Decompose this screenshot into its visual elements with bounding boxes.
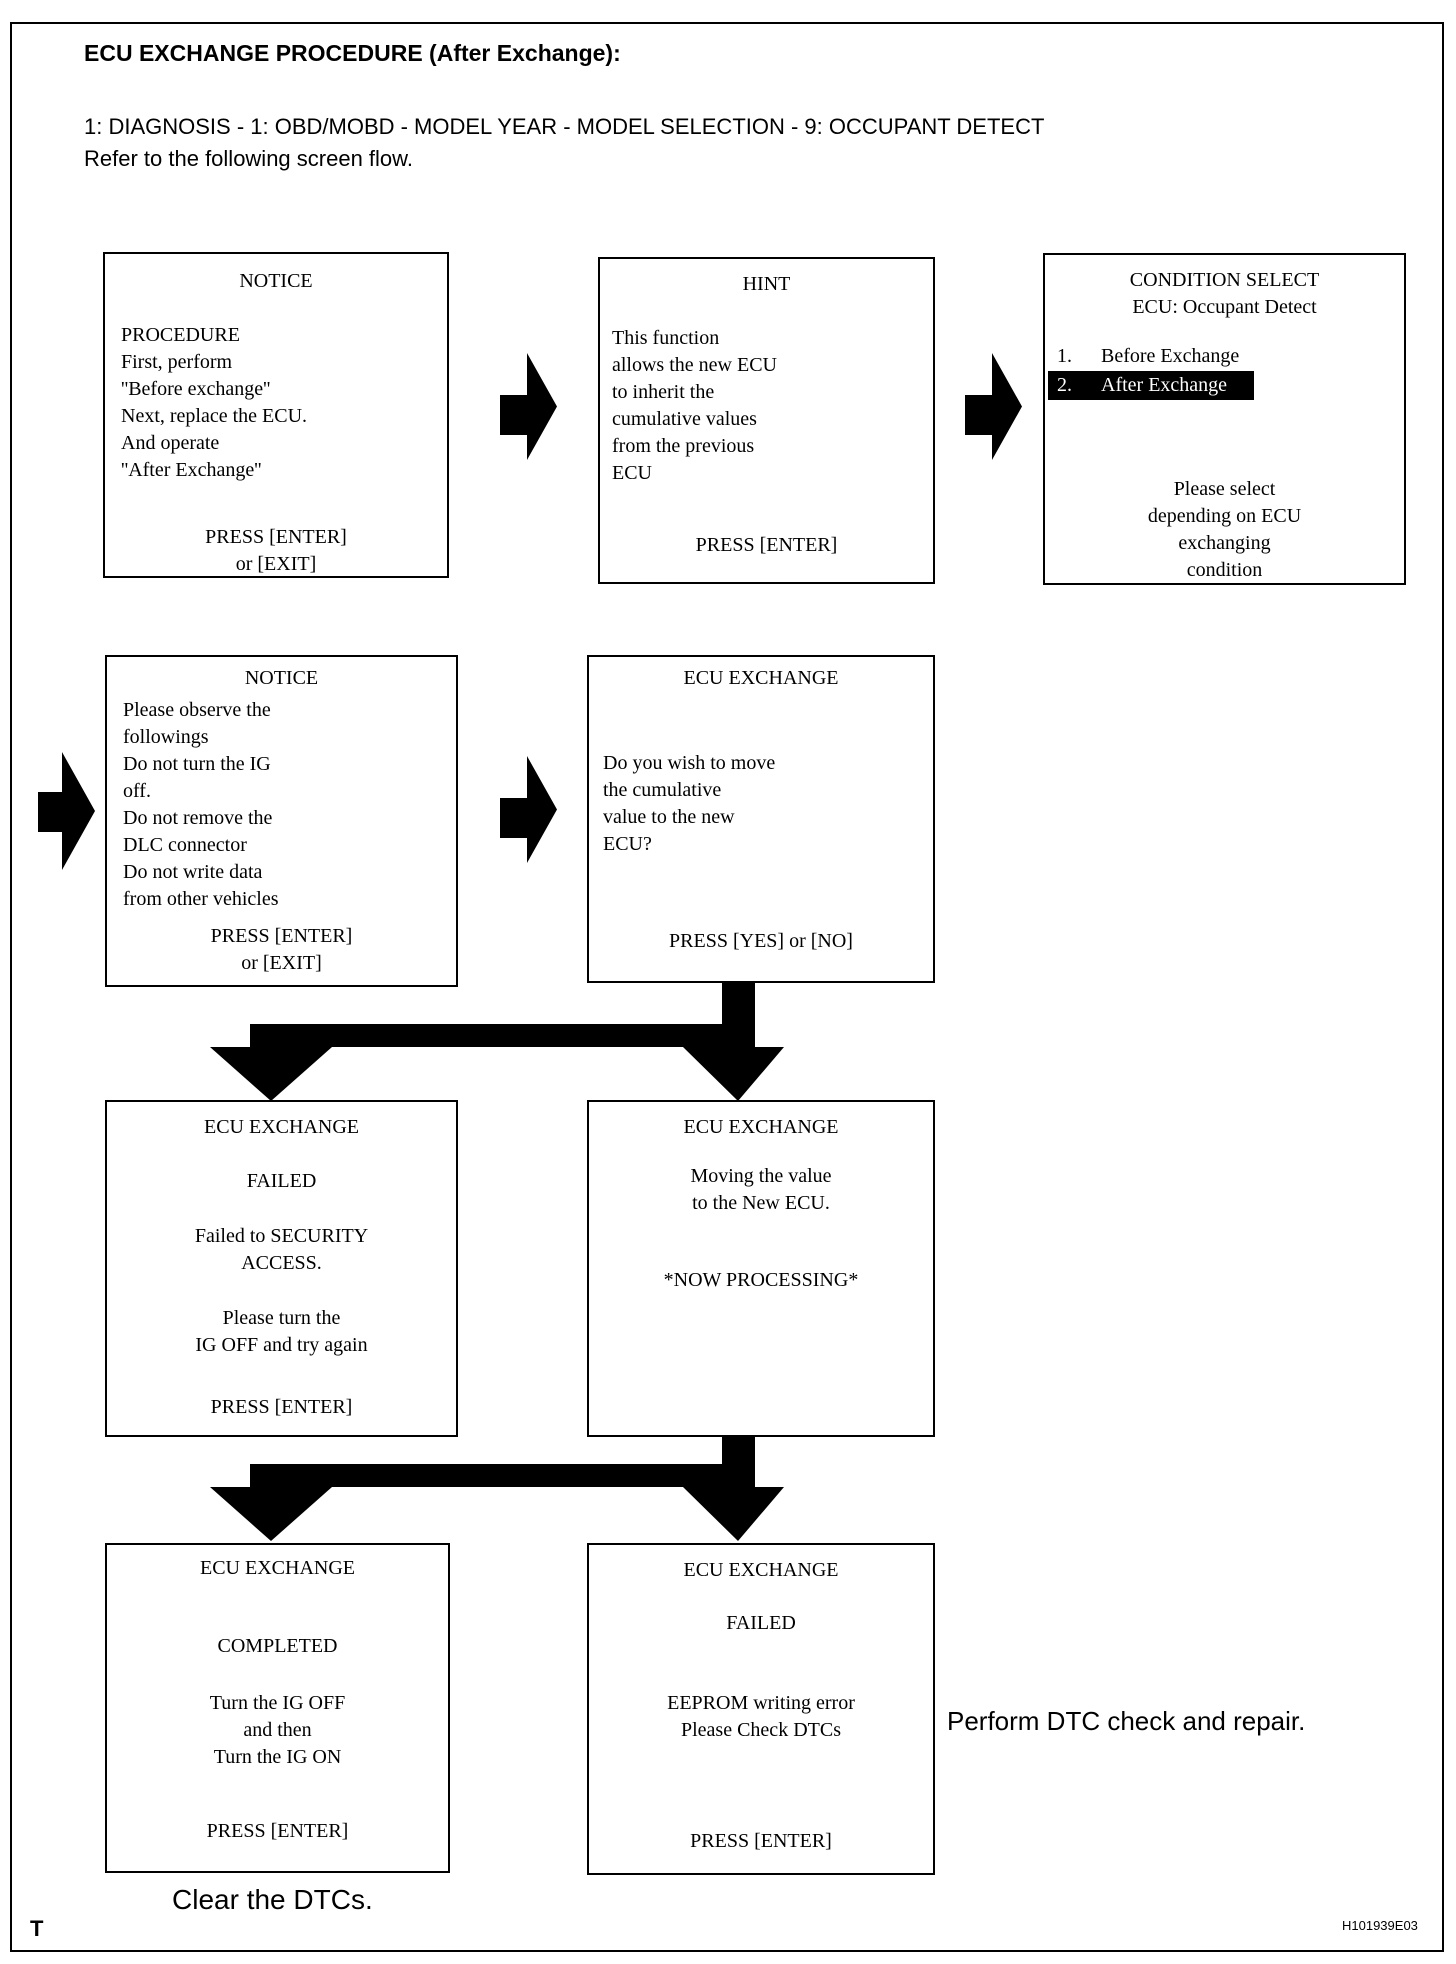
status-text: *NOW PROCESSING*	[663, 1269, 859, 1291]
menu-item-label: After Exchange	[1101, 374, 1228, 396]
page-border-frame	[10, 22, 1444, 1952]
menu-item-before-exchange: 1. Before Exchange	[1045, 342, 1404, 371]
screen-text-line: value to the new	[603, 806, 735, 828]
screen-ecu-exchange-confirm: ECU EXCHANGE Do you wish to move the cum…	[587, 655, 935, 983]
menu-item-label: Before Exchange	[1101, 345, 1240, 367]
screen-text-line: PROCEDURE	[121, 324, 240, 346]
screen-text-line: ECU	[612, 462, 652, 484]
screen-text-line: Please turn the	[222, 1307, 341, 1329]
menu-item-number: 2.	[1057, 374, 1072, 396]
screen-text-line: exchanging	[1178, 532, 1271, 554]
screen-text-line: ''Before exchange''	[121, 378, 271, 400]
right-arrow-icon	[965, 353, 1022, 460]
screen-text-line: Please observe the	[123, 699, 271, 721]
menu-item-after-exchange: 2. After Exchange	[1048, 371, 1254, 400]
screen-text-line: Do not remove the	[123, 807, 273, 829]
screen-title: HINT	[742, 273, 791, 295]
screen-text-line: to the New ECU.	[692, 1192, 830, 1214]
screen-title: ECU EXCHANGE	[204, 1116, 359, 1138]
screen-text-line: to inherit the	[612, 381, 715, 403]
press-key-prompt: PRESS [YES] or [NO]	[669, 930, 853, 952]
screen-text-line: allows the new ECU	[612, 354, 777, 376]
screen-text-line: depending on ECU	[1147, 505, 1302, 527]
down-split-arrow-icon	[210, 983, 784, 1101]
screen-text-line: Do you wish to move	[603, 752, 776, 774]
screen-title: ECU EXCHANGE	[683, 1559, 839, 1581]
screen-text-line: Please select	[1173, 478, 1276, 500]
press-key-prompt: PRESS [ENTER]	[206, 1820, 349, 1842]
screen-text-line: Do not write data	[123, 861, 263, 883]
screen-text-line: This function	[612, 327, 720, 349]
screen-notice-warnings: NOTICE Please observe the followings Do …	[105, 655, 458, 987]
perform-dtc-note: Perform DTC check and repair.	[947, 1706, 1306, 1736]
screen-title: ECU EXCHANGE	[683, 667, 839, 689]
screen-text-line: And operate	[121, 432, 220, 454]
screen-notice-procedure: NOTICE PROCEDURE First, perform ''Before…	[103, 252, 449, 578]
menu-item-number: 1.	[1057, 345, 1072, 367]
screen-condition-select: CONDITION SELECT ECU: Occupant Detect 1.…	[1043, 253, 1406, 585]
screen-text-line: from other vehicles	[123, 888, 279, 910]
screen-completed: ECU EXCHANGE COMPLETED Turn the IG OFF a…	[105, 1543, 450, 1873]
screen-title: ECU EXCHANGE	[683, 1116, 839, 1138]
right-arrow-icon	[500, 353, 557, 460]
screen-subtitle: ECU: Occupant Detect	[1132, 296, 1317, 318]
screen-title: ECU EXCHANGE	[200, 1557, 355, 1579]
screen-text-line: First, perform	[121, 351, 233, 373]
screen-title: CONDITION SELECT	[1129, 269, 1320, 291]
screen-hint: HINT This function allows the new ECU to…	[598, 257, 935, 584]
right-arrow-icon	[38, 752, 95, 870]
screen-text-line: Please Check DTCs	[681, 1719, 841, 1741]
screen-text-line: Do not turn the IG	[123, 753, 271, 775]
right-arrow-icon	[500, 756, 557, 863]
down-split-arrow-icon	[210, 1437, 784, 1541]
screen-text-line: cumulative values	[612, 408, 757, 430]
screen-now-processing: ECU EXCHANGE Moving the value to the New…	[587, 1100, 935, 1437]
screen-failed-eeprom: ECU EXCHANGE FAILED EEPROM writing error…	[587, 1543, 935, 1875]
screen-text-line: Moving the value	[690, 1165, 832, 1187]
clear-dtcs-note: Clear the DTCs.	[172, 1884, 373, 1915]
instruction-text: Refer to the following screen flow.	[84, 146, 413, 171]
screen-text-line: DLC connector	[123, 834, 247, 856]
status-text: COMPLETED	[217, 1635, 338, 1657]
screen-text-line: Next, replace the ECU.	[121, 405, 308, 427]
status-text: FAILED	[726, 1612, 796, 1634]
screen-text-line: EEPROM writing error	[667, 1692, 855, 1714]
press-key-prompt: or [EXIT]	[241, 952, 322, 974]
screen-failed-security: ECU EXCHANGE FAILED Failed to SECURITY A…	[105, 1100, 458, 1437]
screen-text-line: Turn the IG OFF	[209, 1692, 346, 1714]
press-key-prompt: PRESS [ENTER]	[205, 526, 347, 548]
screen-text-line: off.	[123, 780, 151, 802]
screen-text-line: from the previous	[612, 435, 755, 457]
screen-text-line: and then	[243, 1719, 312, 1741]
screen-text-line: ACCESS.	[241, 1252, 322, 1274]
press-key-prompt: PRESS [ENTER]	[210, 1396, 353, 1418]
screen-text-line: Turn the IG ON	[213, 1746, 342, 1768]
screen-text-line: Failed to SECURITY	[194, 1225, 369, 1247]
screen-text-line: ECU?	[603, 833, 652, 855]
screen-title: NOTICE	[239, 270, 313, 292]
press-key-prompt: PRESS [ENTER]	[210, 925, 353, 947]
figure-code: H101939E03	[1342, 1918, 1418, 1933]
press-key-prompt: PRESS [ENTER]	[690, 1830, 832, 1852]
screen-text-line: followings	[123, 726, 209, 748]
screen-text-line: the cumulative	[603, 779, 722, 801]
press-key-prompt: or [EXIT]	[235, 553, 317, 575]
screen-text-line: ''After Exchange''	[121, 459, 262, 481]
press-key-prompt: PRESS [ENTER]	[695, 534, 838, 556]
status-text: FAILED	[246, 1170, 317, 1192]
screen-text-line: condition	[1186, 559, 1263, 581]
screen-title: NOTICE	[244, 667, 319, 689]
screen-text-line: IG OFF and try again	[195, 1334, 368, 1356]
section-letter: T	[30, 1916, 44, 1941]
page-title: ECU EXCHANGE PROCEDURE (After Exchange):	[84, 40, 621, 66]
diagnosis-menu-path: 1: DIAGNOSIS - 1: OBD/MOBD - MODEL YEAR …	[84, 114, 1045, 139]
